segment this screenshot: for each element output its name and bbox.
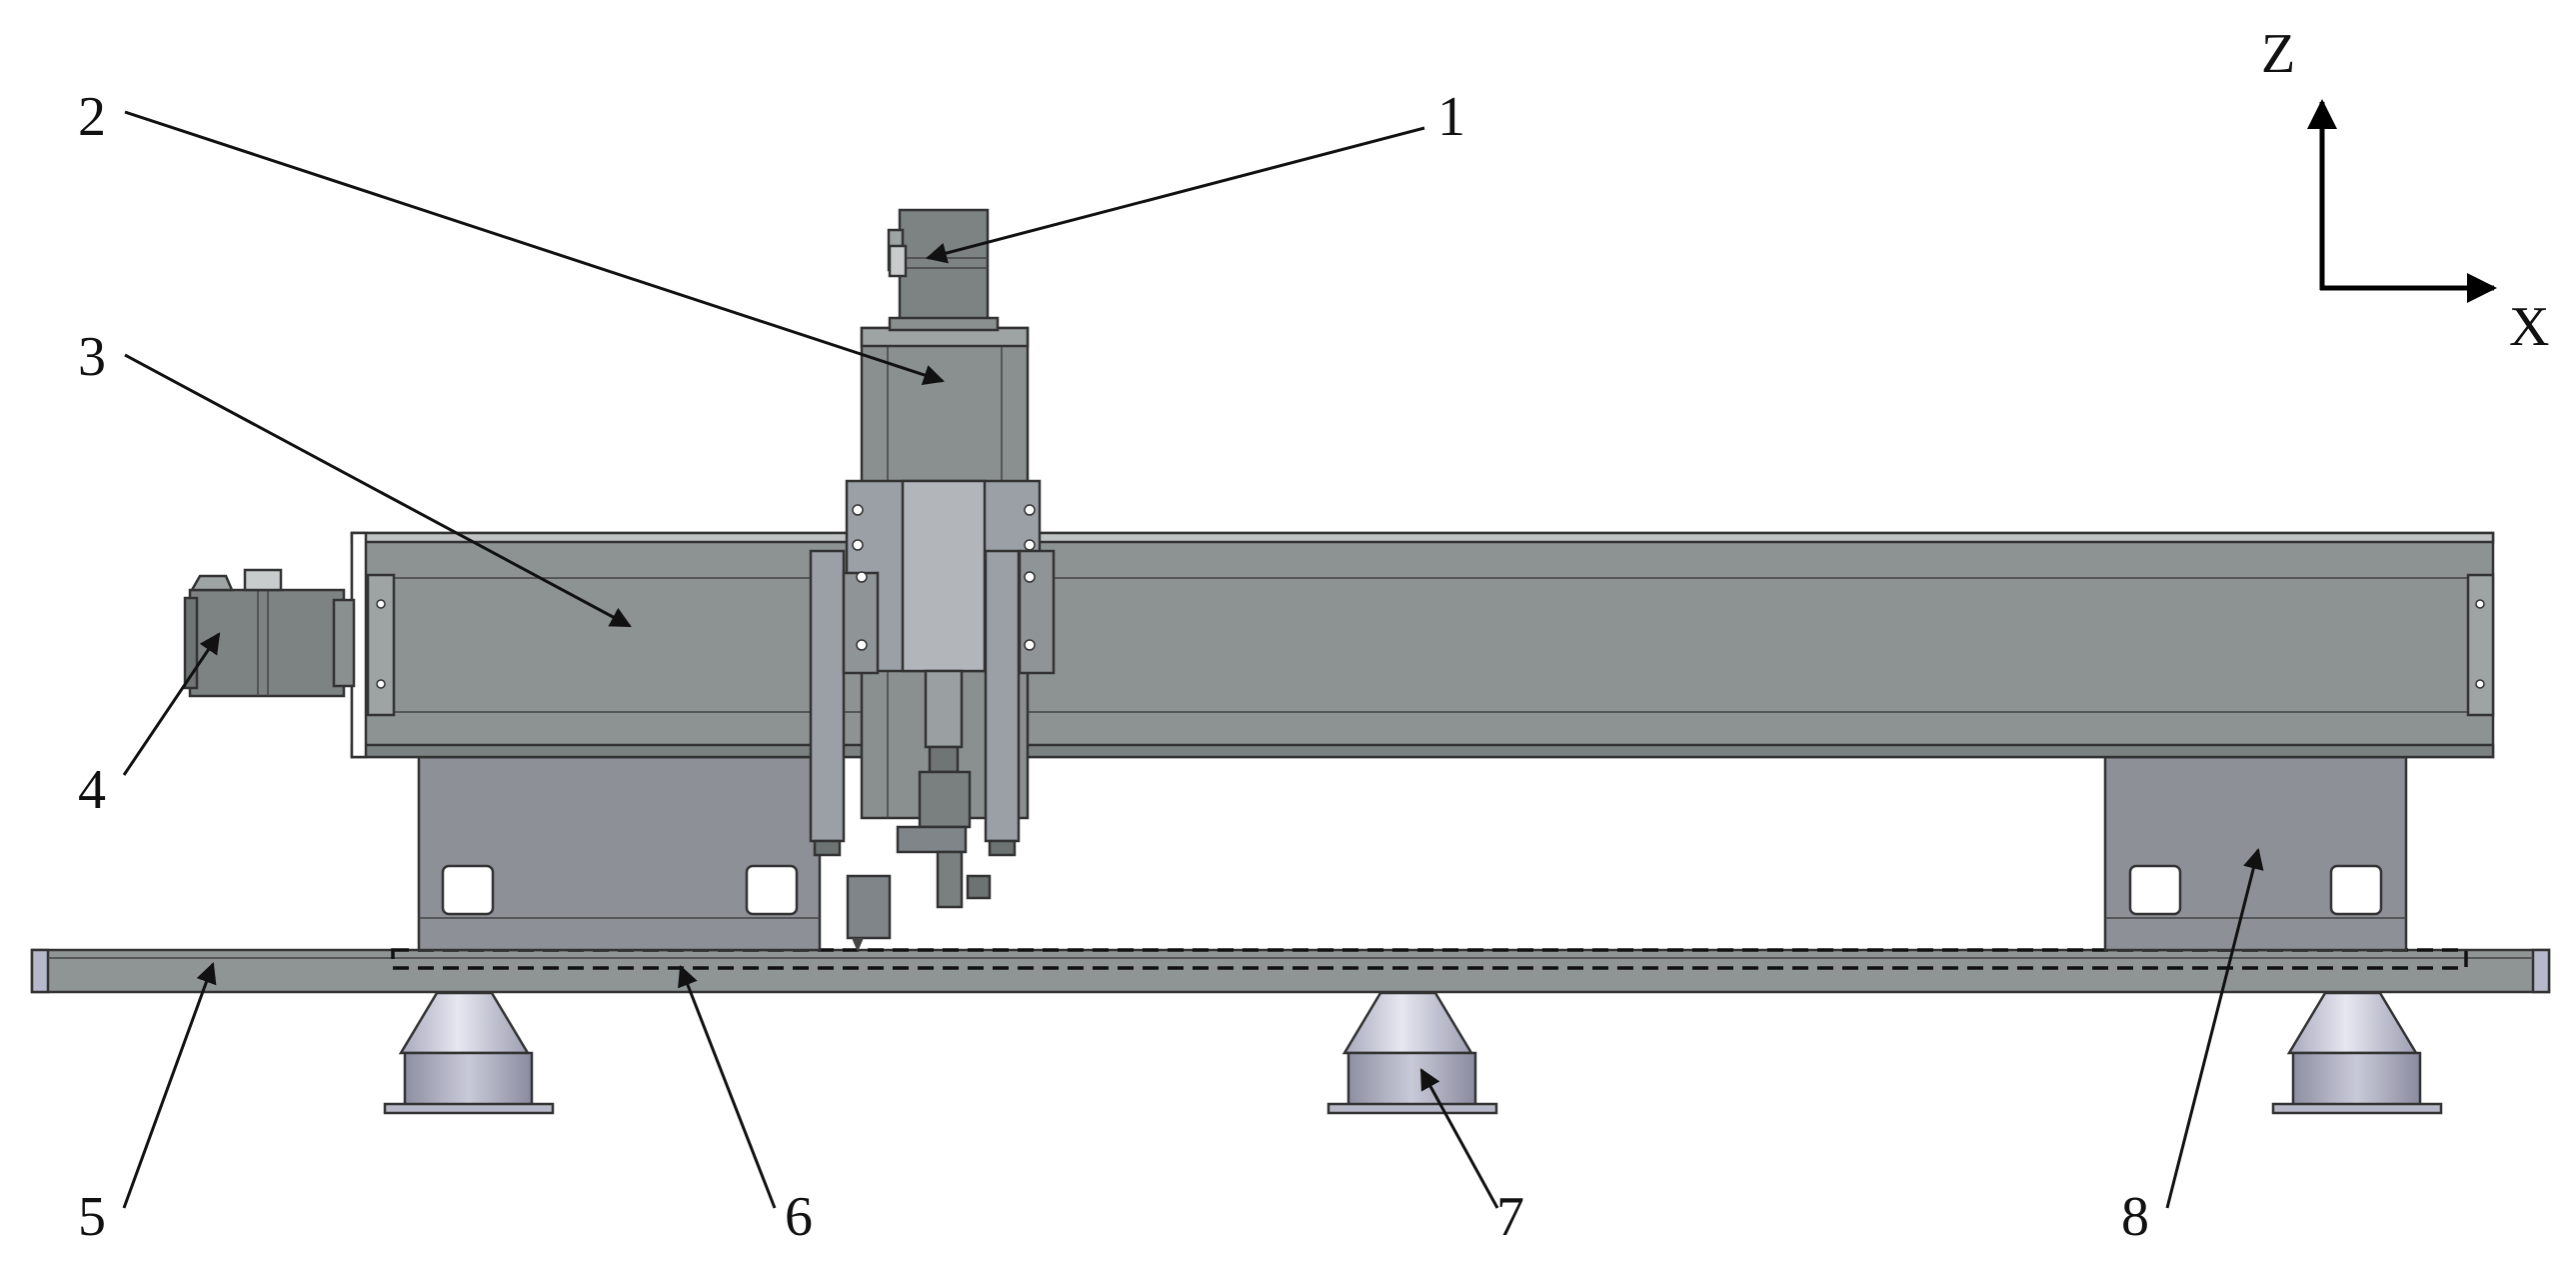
leader-5 — [122, 962, 217, 1209]
gantry-upright-right — [2103, 755, 2408, 952]
leader-6 — [678, 965, 777, 1209]
x-axis-motor — [183, 568, 356, 698]
callout-2: 2 — [78, 86, 106, 148]
workpiece-region — [391, 948, 2468, 970]
callout-8: 8 — [2121, 1186, 2149, 1248]
x-axis-label: X — [2509, 296, 2549, 358]
leader-8 — [2165, 847, 2264, 1209]
callout-3: 3 — [78, 326, 106, 388]
callout-7: 7 — [1496, 1186, 1524, 1248]
foot-support-left — [383, 991, 555, 1115]
callout-4: 4 — [78, 759, 106, 821]
base-plate — [30, 948, 2551, 994]
leader-4 — [122, 632, 221, 776]
z-axis-carriage — [809, 326, 1056, 952]
coordinate-axes: Z X — [2261, 23, 2549, 358]
callout-6: 6 — [785, 1186, 813, 1248]
z-axis-motor — [887, 208, 1000, 332]
z-axis-label: Z — [2261, 23, 2295, 85]
leader-2 — [124, 110, 945, 386]
foot-support-right — [2271, 991, 2443, 1115]
x-axis-beam — [350, 531, 2495, 759]
leader-7 — [1419, 1068, 1499, 1209]
leader-3 — [124, 353, 632, 628]
foot-support-middle — [1326, 991, 1498, 1115]
gantry-upright-left — [417, 755, 822, 952]
leader-1 — [925, 126, 1425, 264]
callout-5: 5 — [78, 1186, 106, 1248]
callout-1: 1 — [1437, 86, 1465, 148]
leader-lines — [122, 110, 2264, 1209]
